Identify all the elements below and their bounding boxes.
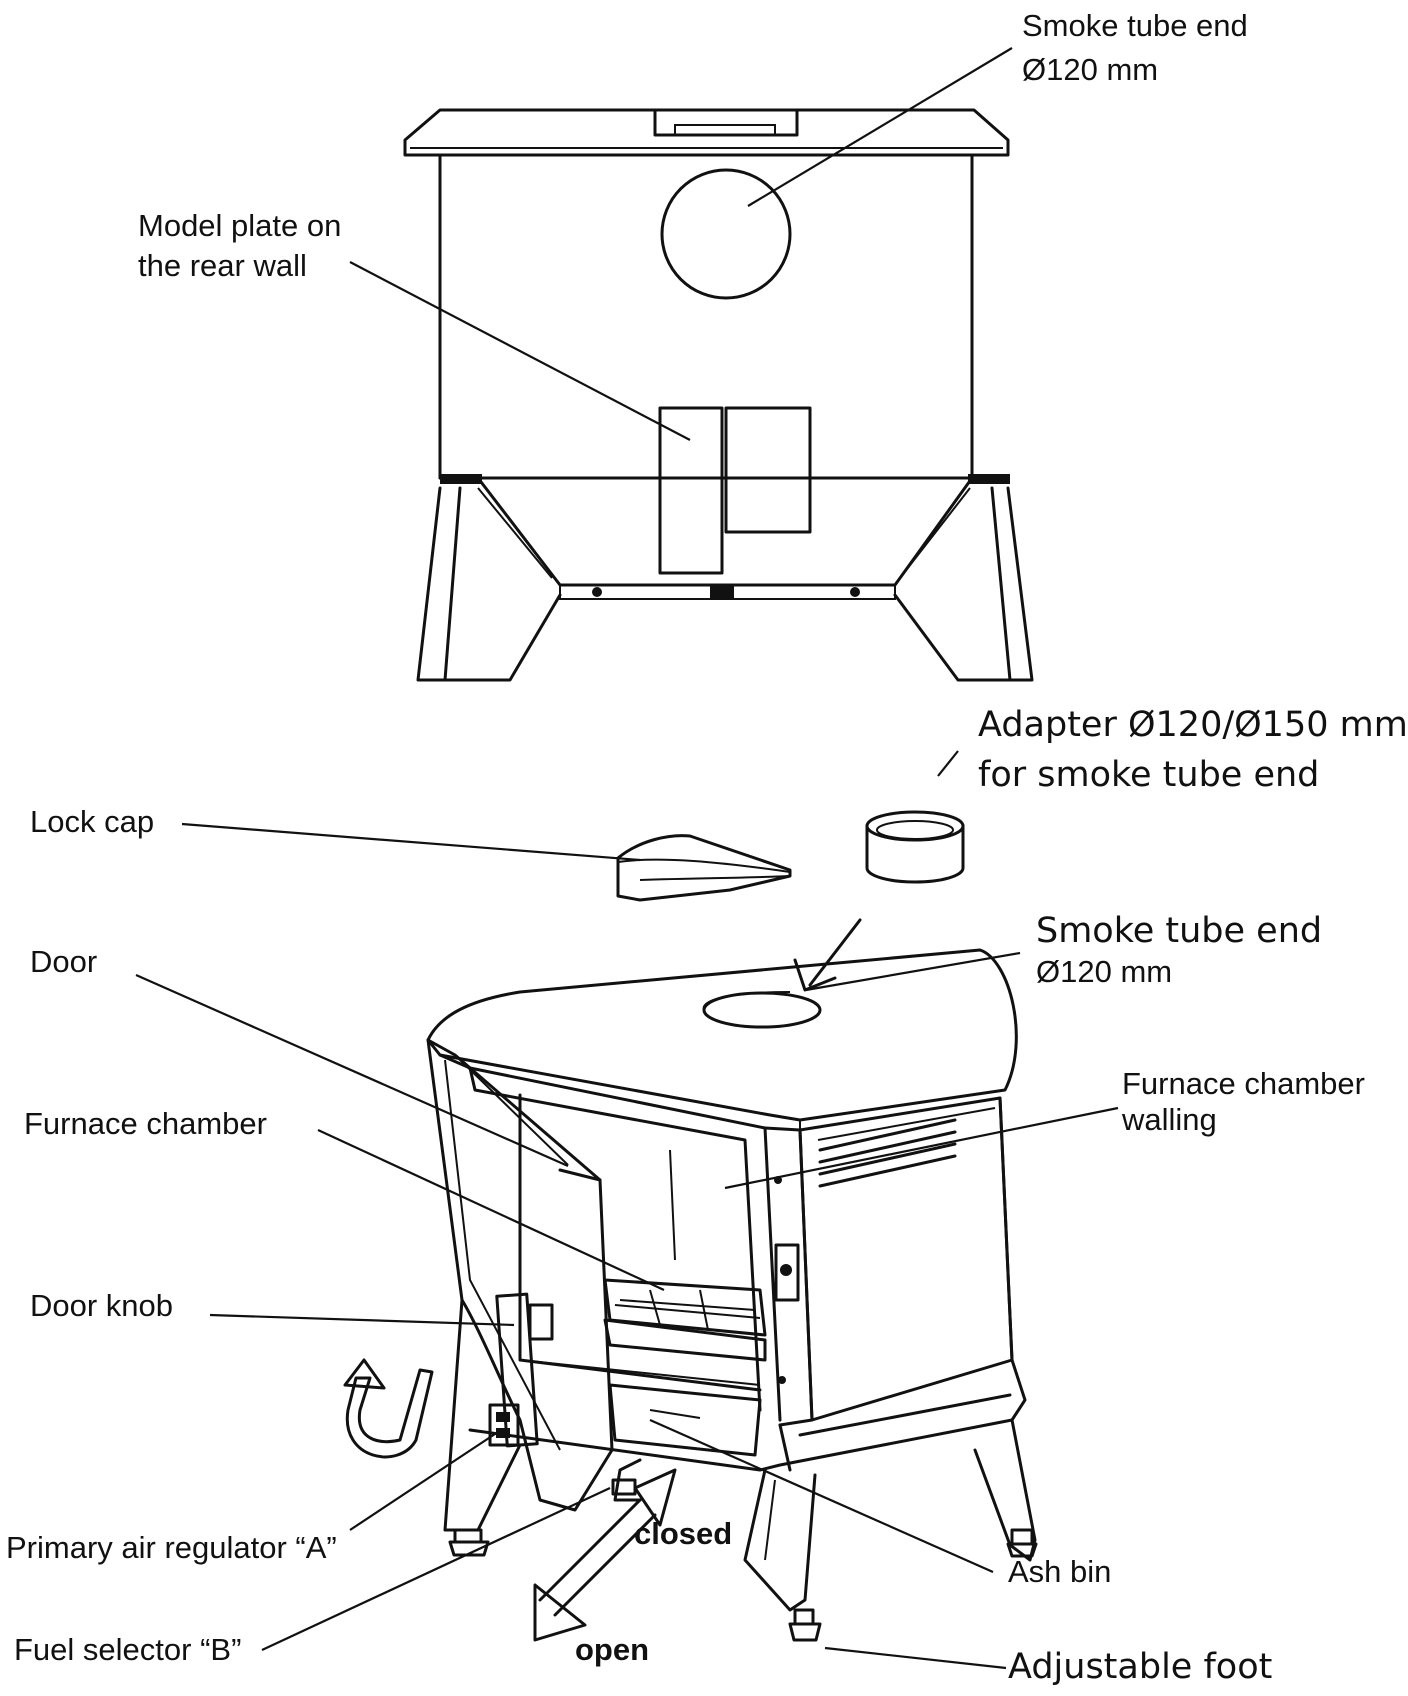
open-closed-arrow-icon (533, 1468, 677, 1642)
label-fuel-selector: Fuel selector “B” (14, 1632, 242, 1667)
label-open: open (575, 1632, 650, 1667)
rear-view-stove (403, 108, 1034, 682)
down-arrow-icon (793, 918, 862, 992)
lock-cap (616, 834, 792, 902)
adapter-ring (865, 810, 965, 884)
label-lock-cap: Lock cap (30, 804, 155, 839)
model-plate (658, 406, 724, 575)
label-door: Door (30, 944, 98, 979)
label-adjustable-foot: Adjustable foot (1008, 1647, 1273, 1687)
leader-lines (135, 47, 1119, 1670)
rotate-arrow-icon (343, 1358, 434, 1459)
label-smoke-tube-front-2: Ø120 mm (1036, 954, 1173, 989)
label-furnace-walling-2: walling (1122, 1102, 1217, 1137)
label-smoke-tube-top-1: Smoke tube end (1022, 8, 1248, 43)
label-model-plate-2: the rear wall (138, 248, 307, 283)
label-adapter-2: for smoke tube end (978, 755, 1320, 795)
label-furnace-walling-1: Furnace chamber (1122, 1066, 1365, 1101)
label-closed: closed (634, 1516, 733, 1551)
front-stove (426, 948, 1038, 1642)
label-ash-bin: Ash bin (1008, 1554, 1112, 1589)
label-primary-air-regulator: Primary air regulator “A” (6, 1530, 337, 1565)
label-adapter-1: Adapter Ø120/Ø150 mm (978, 705, 1408, 745)
label-model-plate-1: Model plate on (138, 208, 342, 243)
label-door-knob: Door knob (30, 1288, 174, 1323)
label-furnace-chamber: Furnace chamber (24, 1106, 267, 1141)
rear-flue-circle (660, 168, 792, 300)
label-smoke-tube-top-2: Ø120 mm (1022, 52, 1159, 87)
label-smoke-tube-front-1: Smoke tube end (1036, 911, 1323, 951)
